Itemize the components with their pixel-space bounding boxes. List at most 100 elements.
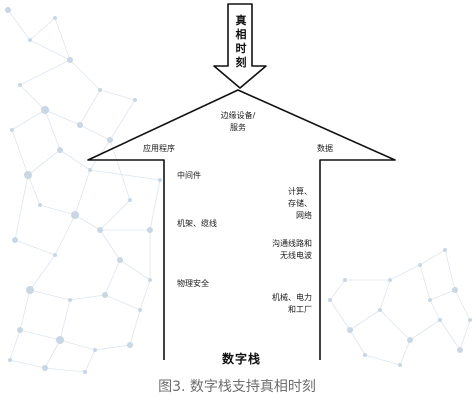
network-link	[59, 299, 71, 341]
network-link	[29, 289, 71, 301]
network-node	[378, 308, 382, 312]
network-node	[53, 253, 57, 257]
network-node	[93, 348, 97, 352]
network-node	[26, 286, 34, 294]
network-link	[54, 214, 76, 256]
network-link	[39, 204, 76, 216]
network-link	[409, 319, 441, 341]
network-link	[329, 299, 351, 331]
network-link	[149, 179, 161, 231]
network-link	[59, 339, 96, 351]
network-node	[398, 363, 402, 367]
network-node	[41, 106, 49, 114]
network-node	[98, 88, 102, 92]
network-node	[28, 38, 32, 42]
network-link	[99, 89, 136, 101]
network-link	[79, 89, 101, 126]
network-link	[104, 259, 121, 296]
machinery-power-factory-label: 机械、电力 和工厂	[272, 293, 312, 314]
network-link	[19, 84, 46, 111]
network-node	[10, 128, 14, 132]
network-node	[452, 287, 458, 293]
network-node	[24, 171, 32, 179]
network-link	[27, 174, 41, 206]
network-link	[349, 309, 381, 331]
network-link	[89, 169, 161, 181]
network-node	[42, 365, 48, 371]
network-link	[429, 289, 456, 301]
network-node	[5, 7, 11, 13]
network-link	[11, 129, 29, 176]
stack-title: 数字栈	[222, 352, 262, 366]
network-node	[57, 147, 63, 153]
network-node	[107, 137, 113, 143]
network-link	[19, 59, 71, 86]
network-link	[379, 309, 411, 341]
network-node	[102, 292, 108, 298]
network-link	[349, 329, 366, 356]
network-node	[443, 248, 447, 252]
network-link	[364, 354, 401, 366]
comms-radio-label: 沟通线路和 无线电波	[272, 239, 312, 260]
network-link	[44, 109, 81, 126]
data-label: 数据	[317, 144, 333, 153]
network-node	[428, 298, 432, 302]
network-link	[14, 174, 29, 241]
network-link	[74, 214, 101, 231]
network-link	[109, 139, 131, 201]
network-node	[468, 318, 472, 322]
network-link	[44, 367, 86, 373]
down-arrow	[213, 3, 267, 89]
network-link	[129, 309, 141, 346]
network-link	[94, 344, 131, 351]
network-link	[69, 294, 106, 301]
applications-label: 应用程序	[143, 144, 175, 153]
network-node	[388, 278, 392, 282]
network-node	[17, 327, 23, 333]
network-link	[29, 39, 71, 61]
edge-devices-label: 边缘设备/ 服务	[220, 111, 256, 132]
network-link	[419, 249, 446, 266]
network-node	[97, 227, 103, 233]
network-link	[11, 109, 46, 131]
network-node	[407, 337, 413, 343]
arrow-label: 真相时刻	[235, 14, 247, 69]
network-node	[88, 168, 92, 172]
network-link	[454, 289, 471, 321]
network-link	[9, 329, 21, 361]
network-link	[459, 319, 471, 351]
network-link	[69, 59, 101, 91]
network-link	[74, 169, 91, 216]
compute-storage-network-label: 计算、 存储、 网络	[288, 187, 312, 220]
network-node	[418, 263, 422, 267]
network-link	[29, 17, 56, 41]
network-link	[79, 124, 111, 141]
network-node	[56, 336, 64, 344]
network-node	[18, 83, 22, 87]
network-link	[109, 99, 136, 141]
network-link	[429, 299, 441, 321]
network-link	[439, 319, 461, 351]
network-link	[27, 149, 61, 176]
network-link	[19, 289, 31, 331]
network-link	[139, 279, 151, 311]
network-node	[77, 122, 83, 128]
network-link	[444, 249, 456, 291]
network-link	[99, 229, 121, 261]
figure-caption: 图3. 数字栈支持真相时刻	[158, 379, 316, 395]
network-node	[343, 278, 347, 282]
network-link	[389, 264, 421, 281]
network-node	[158, 178, 162, 182]
network-node	[83, 370, 87, 374]
network-link	[329, 279, 346, 301]
network-node	[328, 298, 332, 302]
network-link	[119, 259, 151, 281]
network-node	[457, 347, 463, 353]
network-node	[147, 227, 153, 233]
network-link	[9, 359, 46, 369]
network-node	[67, 57, 73, 63]
network-node	[127, 342, 133, 348]
network-node	[347, 327, 353, 333]
network-link	[99, 199, 131, 231]
